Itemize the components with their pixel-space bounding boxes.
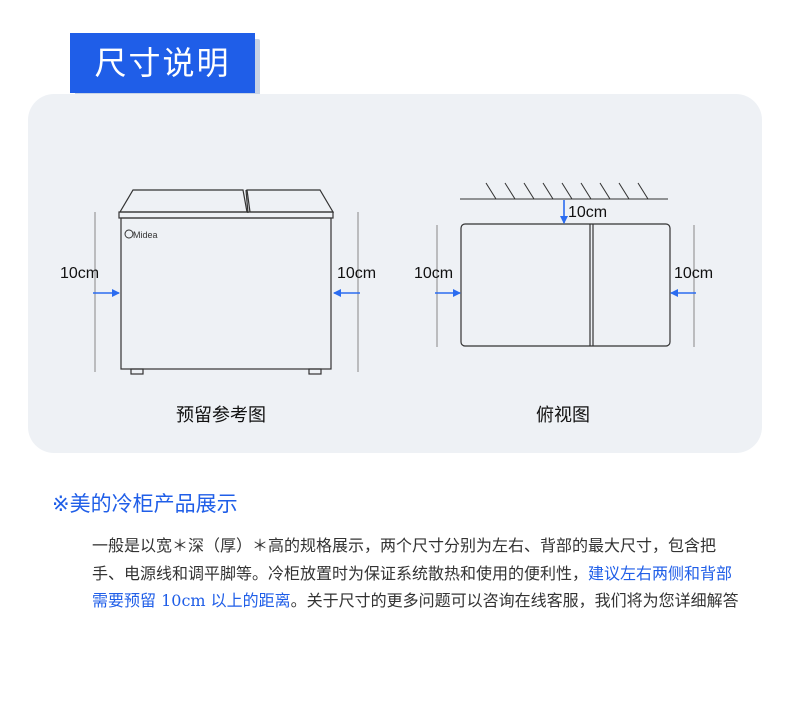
freezer-top-view — [460, 223, 671, 347]
front-right-gap-label: 10cm — [337, 265, 377, 282]
section-title: ※美的冷柜产品展示 — [52, 492, 238, 516]
front-view-caption: 预留参考图 — [176, 405, 266, 426]
top-right-gap-label: 10cm — [674, 265, 714, 282]
top-left-gap-label: 10cm — [414, 265, 454, 282]
front-left-gap-label: 10cm — [60, 265, 100, 282]
description-paragraph: 一般是以宽＊深（厚）＊高的规格展示，两个尺寸分别为左右、背部的最大尺寸，包含把手… — [92, 532, 742, 615]
brand-label: Midea — [133, 230, 158, 240]
top-back-gap-label: 10cm — [568, 204, 608, 221]
top-view-caption: 俯视图 — [536, 405, 590, 426]
brand-logo-icon — [124, 229, 134, 239]
diagram-panel — [28, 94, 762, 453]
description-text: 一般是以宽＊深（厚）＊高的规格展示，两个尺寸分别为左右、背部的最大尺寸，包含把手… — [92, 536, 717, 583]
wall-hatching — [460, 182, 668, 200]
description-text-end: 。关于尺寸的更多问题可以咨询在线客服，我们将为您详细解答 — [290, 591, 739, 610]
page-title: 尺寸说明 — [70, 33, 255, 93]
description-highlight: 建议左右两侧和背部需要预留 10cm 以上的距离 — [92, 563, 733, 611]
freezer-front-view — [118, 189, 335, 375]
